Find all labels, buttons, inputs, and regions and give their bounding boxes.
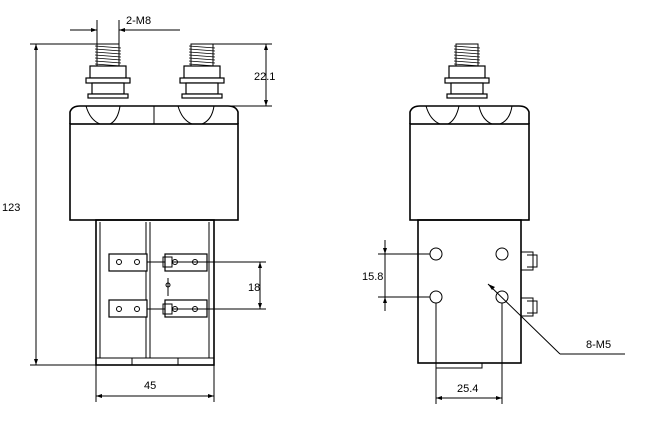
dim-overall-height: 123 — [2, 202, 20, 214]
dim-stud-height: 22.1 — [254, 71, 275, 83]
front-body — [69, 123, 239, 221]
thread-line — [94, 60, 122, 64]
dim-mount-holes: 8-M5 — [586, 339, 611, 351]
side-body — [409, 123, 530, 221]
thread-line — [94, 57, 122, 61]
front-lower-housing — [95, 219, 215, 366]
thread-line — [188, 48, 216, 52]
mount-hole — [429, 247, 443, 261]
thread-line — [188, 45, 216, 49]
thread-line — [453, 48, 481, 52]
dim-mount-spacing: 25.4 — [457, 383, 478, 395]
dim-thread-spec: 2-M8 — [126, 15, 151, 27]
side-view — [409, 43, 538, 369]
mount-hole — [495, 247, 509, 261]
thread-line — [453, 45, 481, 49]
dim-body-width: 45 — [144, 380, 156, 392]
thread-line — [188, 57, 216, 61]
side-tab-lower — [521, 297, 538, 317]
left-stud — [85, 43, 131, 99]
thread-line — [188, 51, 216, 55]
side-cap — [409, 105, 530, 124]
thread-line — [188, 60, 216, 64]
dim-aux-pitch-side: 15.8 — [362, 271, 383, 283]
thread-line — [94, 45, 122, 49]
thread-line — [94, 51, 122, 55]
dimension-lines — [30, 20, 625, 404]
thread-line — [94, 54, 122, 58]
thread-line — [453, 60, 481, 64]
dim-aux-pitch-front: 18 — [248, 282, 260, 294]
thread-line — [94, 48, 122, 52]
right-stud — [179, 43, 225, 99]
side-tab-upper — [521, 251, 538, 271]
thread-line — [453, 51, 481, 55]
thread-line — [453, 54, 481, 58]
thread-line — [188, 54, 216, 58]
thread-line — [453, 57, 481, 61]
mount-hole — [429, 290, 443, 304]
front-view — [69, 43, 239, 366]
